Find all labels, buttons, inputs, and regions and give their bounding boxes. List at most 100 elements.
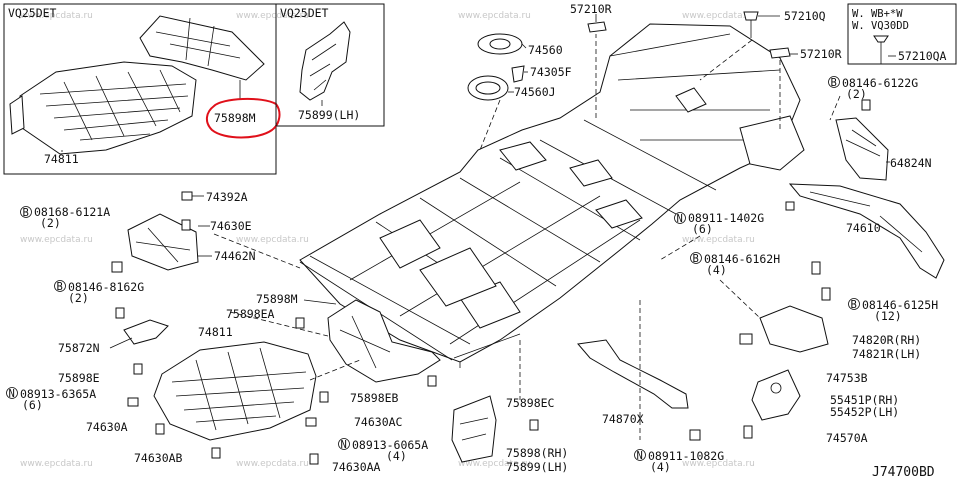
watermark: www.epcdata.ru [458,459,531,469]
part-number-label[interactable]: 08146-6122G [842,76,918,90]
part-number-label[interactable]: 57210Q [784,9,826,23]
part-number-label[interactable]: 08146-6162H [704,252,780,266]
part-number-label[interactable]: 08146-8162G [68,280,144,294]
watermark: www.epcdata.ru [236,11,309,21]
part-number-label[interactable]: 75898EB [350,391,399,405]
part-number-label[interactable]: 08911-1402G [688,211,764,225]
part-number-label[interactable]: 08913-6065A [352,438,428,452]
part-number-label[interactable]: 74560 [528,43,563,57]
part-number-label[interactable]: 74610 [846,221,881,235]
part-number-label[interactable]: 08168-6121A [34,205,110,219]
part-number-label[interactable]: 74630AC [354,415,403,429]
part-number-label[interactable]: 57210R [570,2,612,16]
part-number-label[interactable]: 75898EA [226,307,275,321]
part-number-label[interactable]: 74630A [86,420,128,434]
part-number-label[interactable]: 74305F [530,65,572,79]
part-number-label[interactable]: 75899(LH) [506,460,568,474]
leader [521,43,527,49]
variant-label: W. WB+*W [852,8,903,20]
part-number-label[interactable]: 74630AB [134,451,183,465]
watermark: www.epcdata.ru [20,235,93,245]
quantity-label: (6) [692,222,713,236]
prefix-mark: B [23,207,29,219]
prefix-mark: B [693,253,699,265]
part-number-label[interactable]: 74811 [198,325,233,339]
bolt-prefix-b-icon [848,298,860,310]
bracket-75898[interactable] [451,395,497,463]
undercover-assembly-top[interactable] [9,15,265,155]
part-number-label[interactable]: 74630E [210,219,252,233]
prefix-mark: N [637,450,643,462]
member-74610[interactable] [788,183,945,279]
quantity-label: (2) [40,216,61,230]
bolt-prefix-b-icon [690,252,702,264]
fastener-set[interactable] [111,99,871,465]
watermark: www.epcdata.ru [236,459,309,469]
part-number-label[interactable]: 55452P(LH) [830,405,899,419]
engine-label: VQ25DET [8,6,57,20]
bracket-75872N[interactable] [123,319,169,345]
bracket-64824N[interactable] [835,117,889,181]
part-number-label[interactable]: 08146-6125H [862,298,938,312]
bracket-74820R[interactable] [759,305,829,353]
part-number-label[interactable]: 64824N [890,156,932,170]
part-number-label[interactable]: 74821R(LH) [852,347,921,361]
prefix-mark: N [9,388,15,400]
floor-panel-main[interactable] [299,23,805,368]
mount-55451P[interactable] [751,369,801,421]
part-number-label[interactable]: 55451P(RH) [830,393,899,407]
clip-57210Q[interactable] [743,11,759,38]
part-number-label[interactable]: 75899(LH) [298,108,360,122]
watermark: www.epcdata.ru [236,235,309,245]
quantity-label: (2) [846,87,867,101]
inset-box-right [847,3,957,65]
part-number-label[interactable]: 74570A [826,431,868,445]
part-number-label[interactable]: 74630AA [332,460,381,474]
bracket-74462N[interactable] [127,213,199,271]
part-number-label[interactable]: 74870X [602,412,644,426]
prefix-mark: N [677,213,683,225]
part-number-label[interactable]: 74392A [206,190,248,204]
plug-57210R[interactable] [587,21,607,33]
part-number-label[interactable]: 74811 [44,152,79,166]
part-number-label[interactable]: 74753B [826,371,868,385]
part-number-label[interactable]: 74560J [514,85,556,99]
variant-label: W. VQ30DD [852,20,909,32]
bolt-74392A[interactable] [181,191,193,201]
watermark: www.epcdata.ru [682,11,755,21]
part-number-label[interactable]: 08911-1082G [648,449,724,463]
inset-box-middle [275,3,385,127]
undercover-assembly-bottom[interactable] [153,341,317,441]
highlighted-part-label[interactable]: 75898M [214,111,256,125]
clip-57210QA[interactable] [873,35,889,64]
grommet-74560[interactable] [477,33,523,55]
quantity-label: (6) [22,398,43,412]
grommet-74560J[interactable] [467,75,509,101]
plug-57210R-right[interactable] [769,47,791,59]
quantity-label: (4) [706,263,727,277]
part-number-label[interactable]: 75898E [58,371,100,385]
nut-prefix-n-icon [6,387,18,399]
watermark: www.epcdata.ru [458,11,531,21]
part-number-label[interactable]: 75872N [58,341,100,355]
leader [303,299,337,305]
member-74870X[interactable] [577,339,689,409]
bracket-75899[interactable] [299,21,351,101]
bolt-prefix-b-icon [54,280,66,292]
part-number-label[interactable]: 74820R(RH) [852,333,921,347]
watermark: www.epcdata.ru [20,459,93,469]
part-number-label[interactable]: 08913-6365A [20,387,96,401]
part-number-label[interactable]: 75898EC [506,396,555,410]
quantity-label: (2) [68,291,89,305]
clip-74305F[interactable] [511,65,525,83]
part-number-label[interactable]: 75898M [256,292,298,306]
diagram-code: J74700BD [872,465,935,480]
part-number-label[interactable]: 75898(RH) [506,446,568,460]
part-number-label[interactable]: 57210QA [898,49,947,63]
part-number-label[interactable]: 74462N [214,249,256,263]
leader [109,337,133,349]
part-number-label[interactable]: 57210R [800,47,842,61]
bolt-prefix-b-icon [828,76,840,88]
